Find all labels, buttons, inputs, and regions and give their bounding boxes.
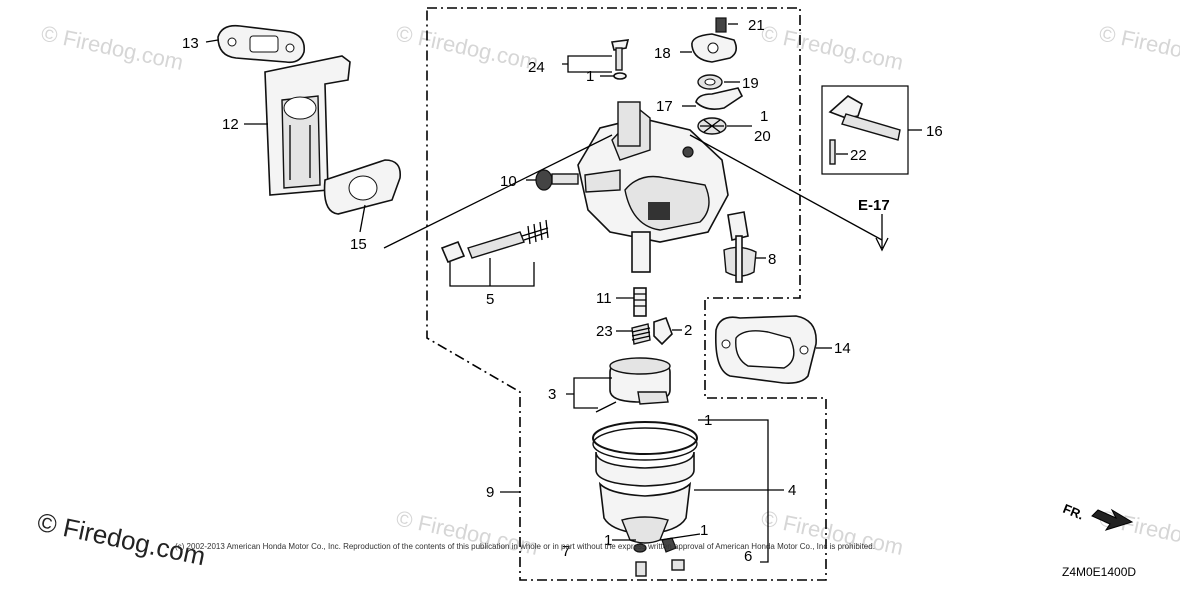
callout-1: 1 xyxy=(700,522,708,539)
callout-21: 21 xyxy=(748,17,765,34)
callout-13: 13 xyxy=(182,35,199,52)
watermark: © Firedog.com xyxy=(759,505,906,560)
part-23-spring xyxy=(631,323,651,345)
part-10-screw xyxy=(535,169,579,191)
callout-11: 11 xyxy=(596,290,612,307)
part-12-plate xyxy=(264,55,351,196)
callout-23: 23 xyxy=(596,323,613,340)
callout-22: 22 xyxy=(850,147,867,164)
callout-15: 15 xyxy=(350,236,367,253)
callout-1: 1 xyxy=(604,532,612,549)
part-16-linkage xyxy=(828,95,901,165)
fr-label: FR. xyxy=(1061,501,1086,523)
callout-6: 6 xyxy=(744,548,752,565)
watermark: © Firedog.com xyxy=(1097,20,1180,75)
choke-parts-stack xyxy=(691,17,744,135)
part-24-screw xyxy=(611,39,630,80)
part-14-gasket xyxy=(714,315,817,384)
callout-labels: 13 12 15 24 1 21 18 19 17 1 20 10 5 8 16… xyxy=(182,17,943,565)
part-2-float-valve xyxy=(653,316,673,346)
callout-4: 4 xyxy=(788,482,796,499)
callout-12: 12 xyxy=(222,116,239,133)
part-5-pilot-screw xyxy=(440,219,549,264)
part-11-jet xyxy=(633,287,647,317)
callout-1: 1 xyxy=(760,108,768,125)
direction-arrow-icon xyxy=(1091,508,1134,531)
callout-19: 19 xyxy=(742,75,759,92)
callout-24: 24 xyxy=(528,59,545,76)
copyright-notice: (c) 2002-2013 American Honda Motor Co., … xyxy=(175,542,875,551)
carburetor-body xyxy=(577,101,729,273)
callout-18: 18 xyxy=(654,45,671,62)
callout-10: 10 xyxy=(500,173,517,190)
callout-9: 9 xyxy=(486,484,494,501)
part-15-gasket xyxy=(323,159,402,215)
front-direction-indicator: FR. xyxy=(1061,501,1134,531)
diagram-code: Z4M0E1400D xyxy=(1062,565,1136,579)
part-3-float xyxy=(595,357,671,413)
watermark: © Firedog.com xyxy=(759,20,906,75)
reference-arrow xyxy=(875,214,889,252)
watermark: © Firedog.com xyxy=(394,505,541,560)
part-7-bolt xyxy=(633,543,647,577)
leader-line xyxy=(383,134,613,249)
leader-line xyxy=(689,134,883,241)
callout-7: 7 xyxy=(562,543,570,560)
callout-14: 14 xyxy=(834,340,851,357)
leader-lines xyxy=(205,23,922,563)
watermark: © Firedog.com xyxy=(1097,505,1180,560)
reference-e17: E-17 xyxy=(858,197,890,214)
callout-3: 3 xyxy=(548,386,556,403)
callout-1: 1 xyxy=(704,412,712,429)
callout-17: 17 xyxy=(656,98,673,115)
brand-watermark: © Firedog.com xyxy=(35,507,208,572)
assembly-boundary xyxy=(426,7,827,581)
watermark: © Firedog.com xyxy=(39,20,186,75)
callout-20: 20 xyxy=(754,128,771,145)
part-13-gasket xyxy=(217,24,306,64)
callout-8: 8 xyxy=(768,251,776,268)
callout-5: 5 xyxy=(486,291,494,308)
callout-16: 16 xyxy=(926,123,943,140)
part-4-float-bowl xyxy=(592,421,698,544)
part-8-lever xyxy=(723,211,757,283)
callout-2: 2 xyxy=(684,322,692,339)
callout-1: 1 xyxy=(586,68,594,85)
watermark: © Firedog.com xyxy=(394,20,541,75)
